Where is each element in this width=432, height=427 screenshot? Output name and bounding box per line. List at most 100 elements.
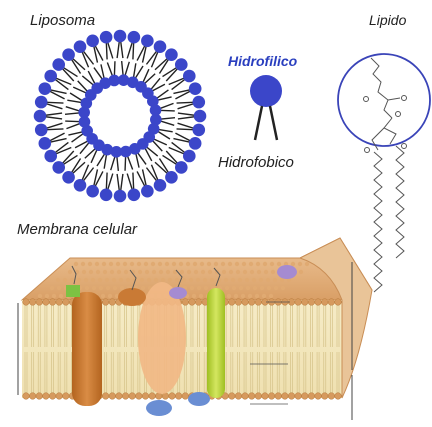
- outer-lipid-head: [194, 110, 207, 123]
- surface-lipid-head: [305, 262, 309, 266]
- surface-lipid-head: [266, 278, 270, 282]
- outer-lipid-head: [43, 299, 50, 306]
- surface-lipid-head: [203, 278, 207, 282]
- surface-lipid-head: [110, 270, 114, 274]
- surface-lipid-head: [124, 270, 128, 274]
- surface-lipid-head: [168, 278, 172, 282]
- outer-lipid-head: [44, 150, 57, 163]
- surface-lipid-head: [179, 262, 183, 266]
- outer-lipid-head: [183, 150, 196, 163]
- surface-lipid-head: [159, 270, 163, 274]
- polar-chain: [371, 58, 392, 118]
- surface-lipid-head: [152, 270, 156, 274]
- outer-lipid-head: [228, 299, 235, 306]
- glycerol-backbone: [384, 118, 396, 144]
- outer-lipid-head: [128, 188, 141, 201]
- inner-lipid-head: [149, 393, 156, 400]
- surface-lipid-head: [228, 262, 232, 266]
- inner-lipid-head: [142, 393, 149, 400]
- outer-lipid-head: [308, 299, 315, 306]
- surface-lipid-head: [299, 270, 303, 274]
- surface-lipid-head: [145, 270, 149, 274]
- inner-lipid-head: [315, 393, 322, 400]
- outer-lipid-head: [189, 137, 202, 150]
- surface-lipid-head: [207, 262, 211, 266]
- inner-lipid-head: [102, 393, 109, 400]
- surface-lipid-head: [249, 262, 253, 266]
- outer-lipid-head: [49, 299, 56, 306]
- inner-lipid-head: [129, 393, 136, 400]
- surface-lipid-head: [98, 278, 102, 282]
- outer-lipid-head: [56, 299, 63, 306]
- surface-lipid-head: [74, 262, 78, 266]
- hydrophobic-tail-left: [255, 106, 262, 140]
- inner-lipid-head: [169, 393, 176, 400]
- outer-lipid-head: [86, 35, 99, 48]
- surface-lipid-head: [70, 278, 74, 282]
- outer-lipid-head: [63, 299, 70, 306]
- inner-lipid-head: [29, 393, 36, 400]
- surface-lipid-head: [194, 270, 198, 274]
- surface-lipid-head: [175, 278, 179, 282]
- surface-lipid-head: [172, 262, 176, 266]
- inner-lipid-head: [268, 393, 275, 400]
- outer-lipid-head: [86, 185, 99, 198]
- inner-lipid-head: [109, 393, 116, 400]
- surface-lipid-head: [59, 294, 63, 298]
- inner-lipid-head: [63, 393, 70, 400]
- surface-lipid-head: [270, 262, 274, 266]
- inner-lipid-head: [36, 393, 43, 400]
- surface-lipid-head: [119, 278, 123, 282]
- outer-lipid-head: [62, 171, 75, 184]
- surface-lipid-head: [281, 286, 285, 290]
- inner-lipid-head: [282, 393, 289, 400]
- outer-lipid-head: [183, 70, 196, 83]
- outer-lipid-head: [165, 171, 178, 184]
- surface-lipid-head: [274, 286, 278, 290]
- surface-lipid-head: [63, 278, 67, 282]
- hydrophobic-tail-right: [270, 106, 277, 140]
- outer-lipid-head: [102, 299, 109, 306]
- surface-lipid-head: [259, 278, 263, 282]
- surface-lipid-head: [56, 278, 60, 282]
- inner-lipid-head: [262, 393, 269, 400]
- surface-lipid-head: [225, 286, 229, 290]
- surface-lipid-head: [186, 262, 190, 266]
- surface-lipid-head: [291, 262, 295, 266]
- inner-lipid-head: [136, 393, 143, 400]
- surface-lipid-head: [112, 278, 116, 282]
- surface-lipid-head: [81, 262, 85, 266]
- surface-lipid-head: [227, 294, 231, 298]
- surface-lipid-head: [126, 278, 130, 282]
- surface-lipid-head: [196, 278, 200, 282]
- surface-lipid-head: [85, 286, 89, 290]
- outer-lipid-head: [315, 299, 322, 306]
- surface-lipid-head: [269, 294, 273, 298]
- surface-lipid-head: [103, 270, 107, 274]
- glycolipid-head: [169, 287, 187, 299]
- outer-lipid-head: [44, 70, 57, 83]
- surface-lipid-head: [238, 278, 242, 282]
- surface-lipid-head: [267, 286, 271, 290]
- outer-lipid-head: [29, 299, 36, 306]
- outer-lipid-head: [189, 82, 202, 95]
- hydrophilic-head: [250, 75, 282, 107]
- outer-lipid-head: [302, 299, 309, 306]
- surface-lipid-head: [38, 294, 42, 298]
- fatty-acid-tail: [374, 152, 382, 292]
- surface-lipid-head: [257, 270, 261, 274]
- outer-lipid-head: [35, 124, 48, 137]
- surface-lipid-head: [108, 294, 112, 298]
- surface-lipid-head: [239, 286, 243, 290]
- surface-lipid-head: [231, 278, 235, 282]
- surface-lipid-head: [264, 270, 268, 274]
- outer-lipid-head: [34, 110, 47, 123]
- inner-lipid-head: [235, 393, 242, 400]
- outer-lipid-head: [255, 299, 262, 306]
- surface-lipid-head: [151, 262, 155, 266]
- surface-lipid-head: [89, 270, 93, 274]
- molecular-skeleton: [364, 58, 407, 292]
- outer-lipid-head: [36, 299, 43, 306]
- oxygen-atom: [402, 144, 407, 149]
- outer-lipid-head: [141, 35, 154, 48]
